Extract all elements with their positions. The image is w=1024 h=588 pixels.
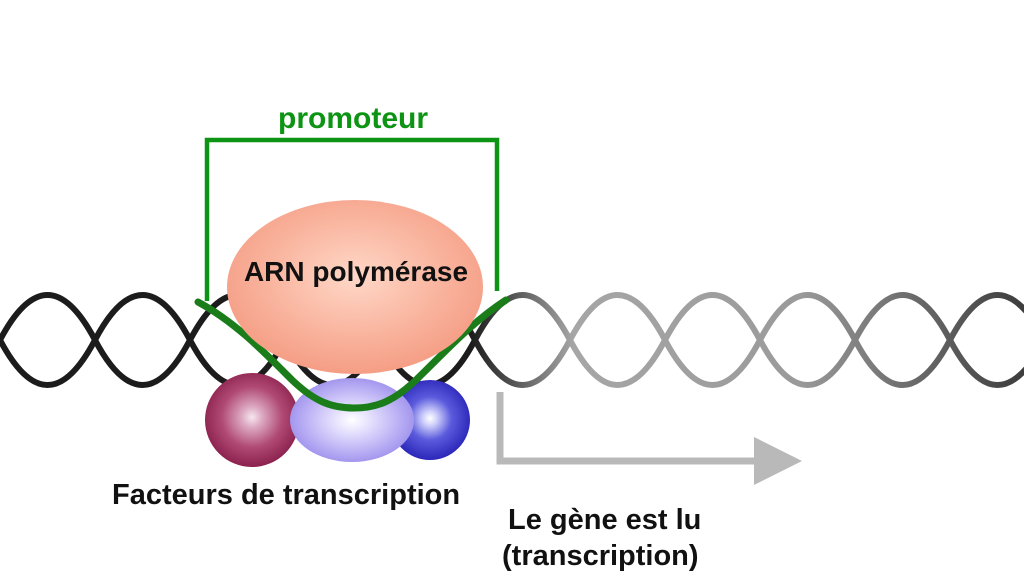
arrow-head <box>754 437 802 485</box>
dna-strand-b <box>0 292 1024 388</box>
promoter-bracket <box>204 137 500 301</box>
gene-read-label-line1: Le gène est lu <box>508 504 701 536</box>
transcription-factors-label: Facteurs de transcription <box>112 479 460 511</box>
transcription-factor-blue <box>390 380 470 460</box>
promoter-dna-strand <box>194 296 510 412</box>
transcription-factor-maroon <box>205 373 299 467</box>
dna-strand-a <box>0 292 1024 388</box>
dna-helix <box>0 292 1024 388</box>
gene-read-label-line2: (transcription) <box>502 540 699 572</box>
transcription-direction-arrow <box>496 392 802 485</box>
promoter-label: promoteur <box>278 102 428 135</box>
rna-polymerase-blob <box>227 200 483 374</box>
transcription-factors <box>205 373 470 467</box>
arrow-elbow-line <box>496 392 754 465</box>
polymerase-label: ARN polymérase <box>244 256 468 287</box>
